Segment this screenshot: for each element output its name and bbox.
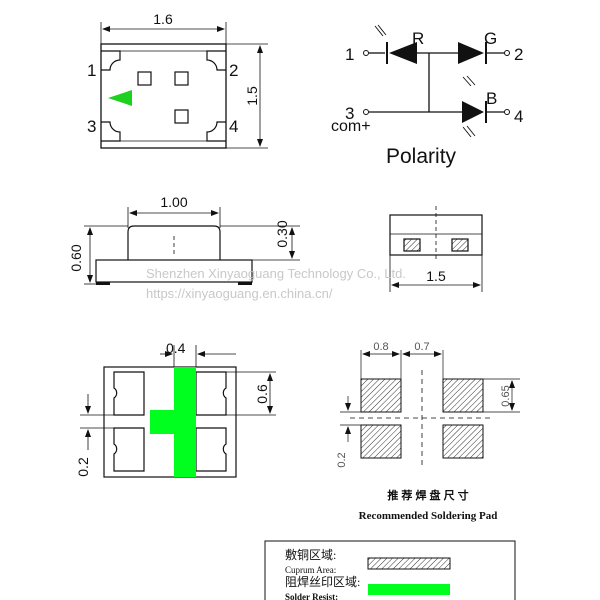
label-b: B — [486, 89, 497, 108]
legend-resist-swatch — [368, 584, 450, 595]
top-pin-2: 2 — [229, 61, 238, 80]
polarity-marker — [108, 90, 132, 106]
schematic-pin-3: 3 — [345, 104, 354, 123]
watermark-company: Shenzhen Xinyaoguang Technology Co., Ltd… — [146, 266, 406, 281]
side-height: 0.60 — [68, 244, 84, 271]
top-width-label: 1.6 — [153, 11, 173, 27]
side-top-height: 0.30 — [274, 220, 290, 247]
pad-width-label: 0.8 — [373, 341, 388, 353]
bottom-pad-width: 0.4 — [166, 340, 186, 356]
diode-r — [386, 42, 417, 64]
solder-resist-strip — [174, 367, 196, 477]
side-view — [84, 207, 300, 285]
watermark-url: https://xinyaoguang.en.china.cn/ — [146, 286, 333, 301]
top-pin-4: 4 — [229, 117, 238, 136]
terminal-2 — [504, 50, 510, 56]
pad-title-en: Recommended Soldering Pad — [359, 510, 498, 522]
terminal-4 — [504, 109, 510, 115]
legend-cuprum-swatch — [367, 557, 451, 570]
schematic-pin-4: 4 — [514, 107, 523, 126]
legend-box — [264, 540, 516, 600]
top-pin-3: 3 — [87, 117, 96, 136]
terminal-1 — [363, 50, 369, 56]
diode-b — [462, 101, 487, 123]
solder-resist-tab — [150, 410, 176, 434]
pad-row-gap-label: 0.2 — [336, 452, 348, 467]
pad-height-label: 0.65 — [500, 385, 512, 406]
legend-cuprum-cn: 敷铜区域: — [285, 547, 336, 562]
terminal-3 — [363, 109, 369, 115]
schematic-pin-1: 1 — [345, 45, 354, 64]
side-top-width: 1.00 — [160, 194, 187, 210]
top-pin-1: 1 — [87, 61, 96, 80]
bottom-view — [80, 345, 276, 478]
polarity-title: Polarity — [386, 145, 457, 168]
common-label: com+ — [331, 118, 371, 135]
pad-gap-label: 0.7 — [414, 341, 429, 353]
legend-resist-cn: 阻焊丝印区域: — [285, 574, 360, 589]
diode-g — [458, 42, 487, 64]
end-view — [389, 206, 483, 292]
recommended-pad — [340, 350, 520, 468]
label-r: R — [412, 29, 424, 48]
legend-cuprum-en: Cuprum Area: — [285, 565, 336, 575]
schematic-pin-2: 2 — [514, 45, 523, 64]
top-view — [100, 22, 268, 149]
polarity-schematic — [369, 24, 505, 138]
top-height-label: 1.5 — [244, 86, 260, 106]
bottom-gap: 0.2 — [75, 457, 91, 477]
legend-resist-en: Solder Resist: — [285, 592, 338, 600]
bottom-pad-height: 0.6 — [254, 384, 270, 404]
end-width: 1.5 — [426, 268, 446, 284]
pad-title-cn: 推 荐 焊 盘 尺 寸 — [387, 488, 468, 502]
label-g: G — [484, 29, 497, 48]
